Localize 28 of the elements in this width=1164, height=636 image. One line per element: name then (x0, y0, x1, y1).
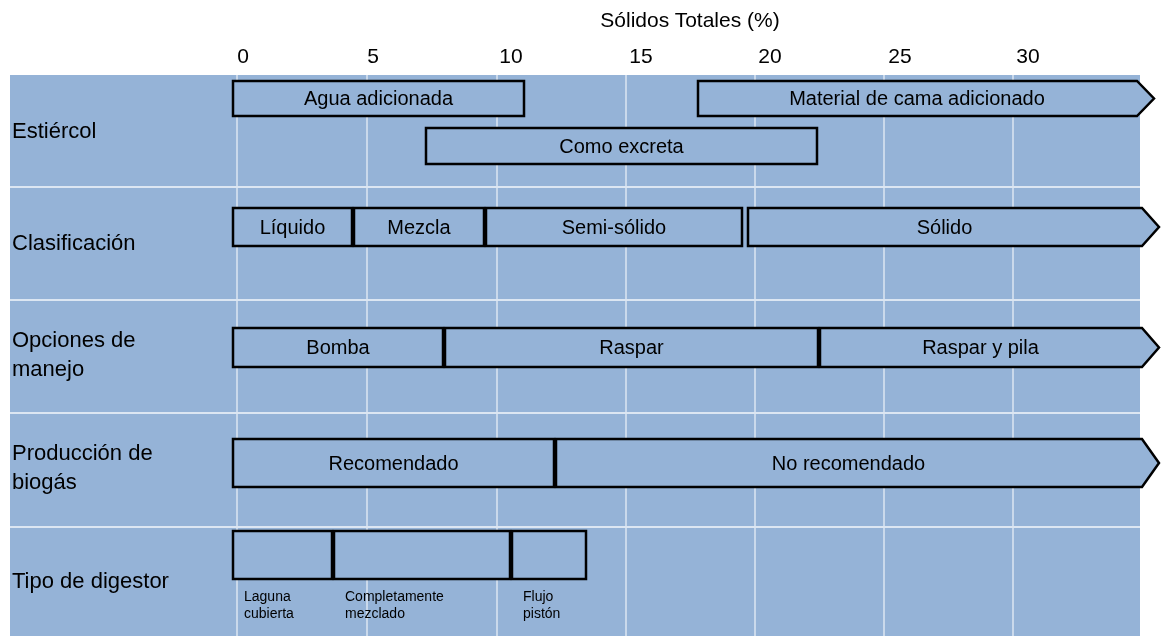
range-bar: Bomba (232, 327, 444, 368)
row-heading: Opciones de manejo (12, 326, 137, 383)
range-bar: Raspar (444, 327, 819, 368)
range-bar (511, 530, 587, 580)
range-bar (333, 530, 511, 580)
range-bar: Agua adicionada (232, 80, 525, 117)
row-band (10, 527, 1140, 636)
range-bar: Líquido (232, 207, 353, 247)
range-bar: Mezcla (353, 207, 485, 247)
tick-label: 0 (237, 44, 249, 68)
row-heading: Clasificación (12, 229, 137, 257)
box-caption: Completamente mezclado (345, 588, 445, 622)
box-caption: Flujo pistón (523, 588, 562, 622)
tick-label: 10 (499, 44, 523, 68)
range-bar (232, 530, 333, 580)
range-bar: Semi-sólido (485, 207, 743, 247)
range-bar: Recomendado (232, 438, 555, 488)
row-heading: Tipo de digestor (12, 567, 170, 595)
range-bar: Como excreta (425, 127, 818, 165)
axis-title: Sólidos Totales (%) (600, 8, 780, 32)
row-heading: Producción de biogás (12, 439, 154, 496)
box-caption: Laguna cubierta (244, 588, 295, 622)
tick-label: 30 (1016, 44, 1040, 68)
tick-label: 5 (367, 44, 379, 68)
tick-label: 15 (629, 44, 653, 68)
tick-label: 25 (888, 44, 912, 68)
tick-label: 20 (758, 44, 782, 68)
row-heading: Estiércol (12, 117, 98, 145)
